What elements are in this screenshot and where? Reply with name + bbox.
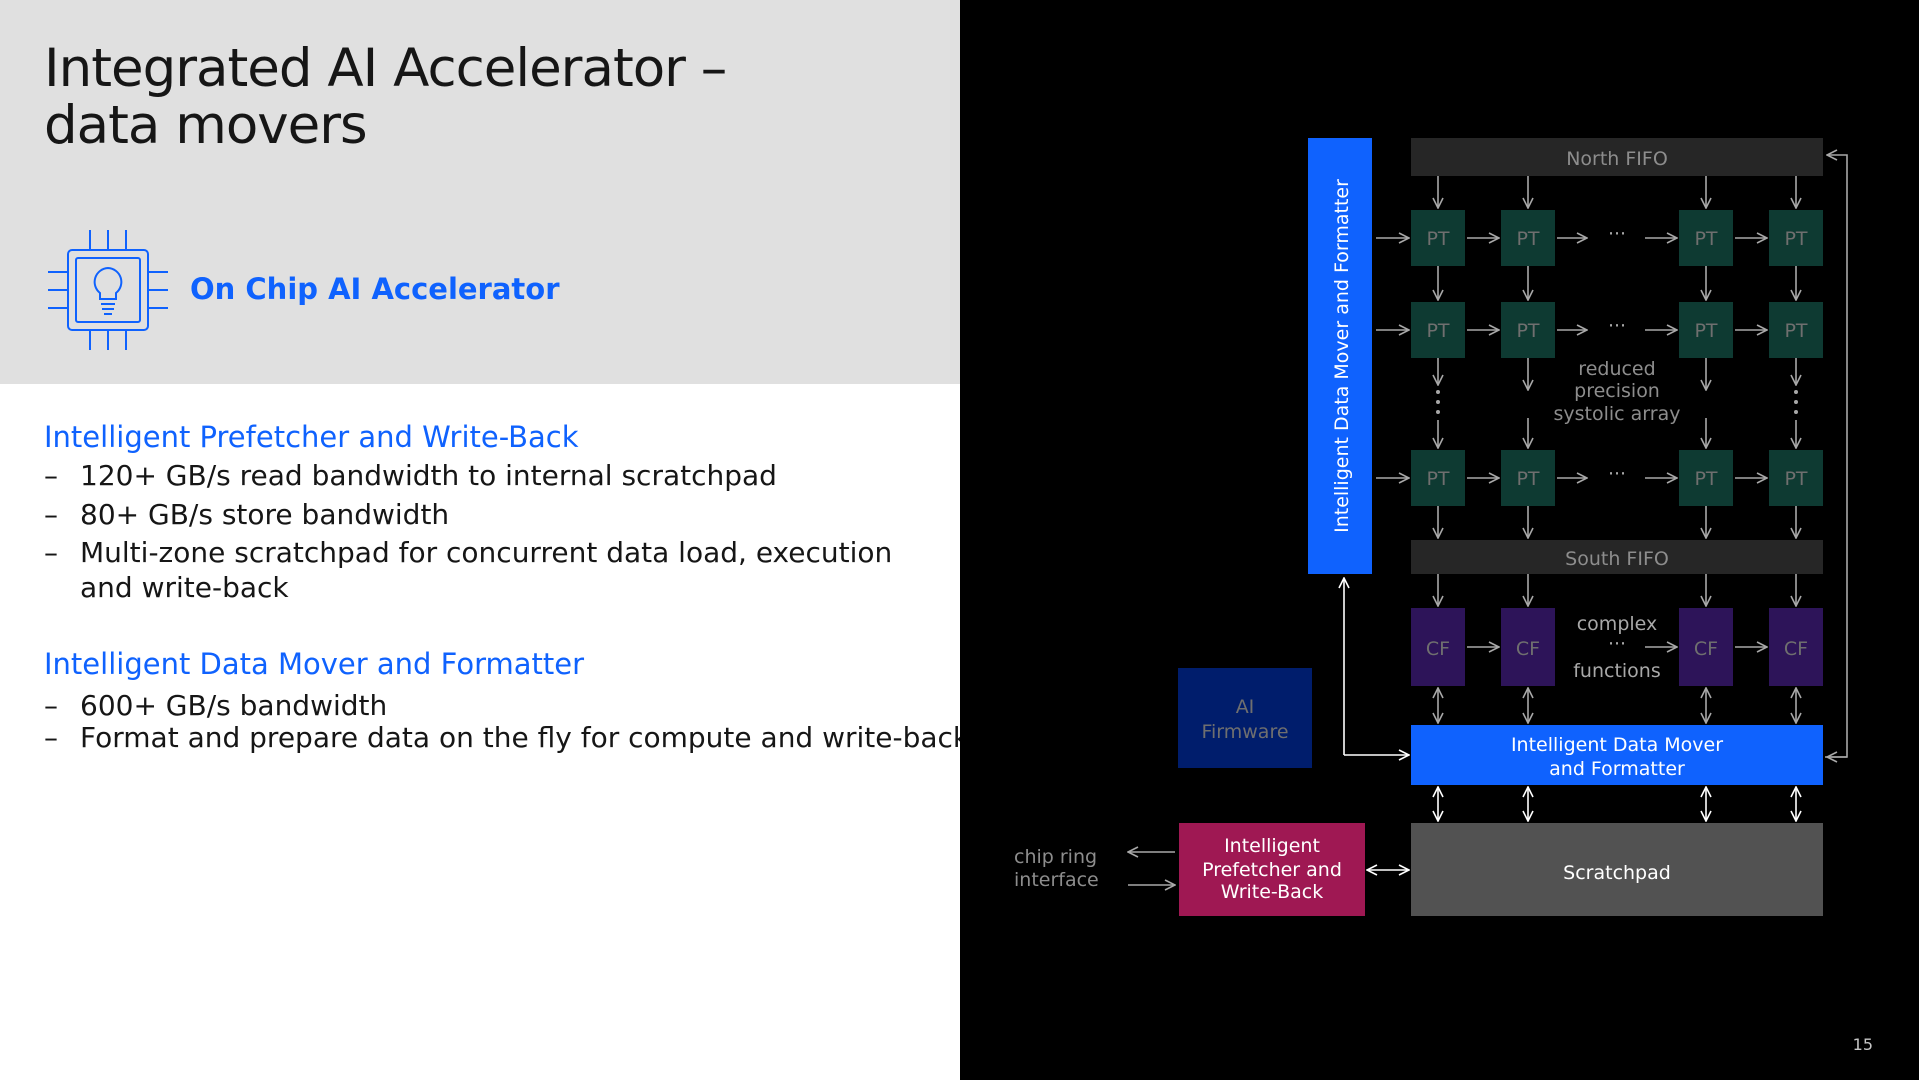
diagram-panel: North FIFO Intelligent Data Mover and Fo… bbox=[960, 0, 1919, 1080]
north-fifo-label: North FIFO bbox=[1566, 148, 1668, 170]
pt-label: PT bbox=[1694, 320, 1717, 342]
data-mover-label-line: and Formatter bbox=[1549, 758, 1685, 780]
title-line-1: Integrated AI Accelerator – bbox=[44, 38, 727, 99]
section-title-prefetcher: Intelligent Prefetcher and Write-Back bbox=[44, 420, 579, 454]
cf-cell bbox=[1679, 608, 1733, 686]
cf-label: CF bbox=[1516, 638, 1540, 660]
white-connector-arrows bbox=[1344, 578, 1796, 870]
ellipsis: ··· bbox=[1608, 223, 1626, 245]
pt-cell bbox=[1501, 210, 1555, 266]
connector-arrows bbox=[1128, 155, 1848, 885]
title-line-2: data movers bbox=[44, 95, 368, 156]
pt-label: PT bbox=[1426, 228, 1449, 250]
pt-cell bbox=[1411, 302, 1465, 358]
accelerator-diagram: North FIFO Intelligent Data Mover and Fo… bbox=[1014, 138, 1848, 916]
ai-firmware-label-line: AI bbox=[1236, 696, 1255, 718]
prefetcher-label-line: Write-Back bbox=[1221, 881, 1323, 903]
pt-label: PT bbox=[1694, 228, 1717, 250]
pt-label: PT bbox=[1516, 228, 1539, 250]
pt-cell bbox=[1411, 450, 1465, 506]
systolic-label-line: systolic array bbox=[1554, 403, 1681, 425]
prefetcher-label-line: Intelligent bbox=[1224, 835, 1320, 857]
pt-label: PT bbox=[1694, 468, 1717, 490]
vertical-data-mover-bar bbox=[1308, 138, 1372, 574]
cf-label: CF bbox=[1426, 638, 1450, 660]
prefetcher-label-line: Prefetcher and bbox=[1202, 859, 1342, 881]
ellipsis: ··· bbox=[1608, 463, 1626, 485]
data-mover-label-line: Intelligent Data Mover bbox=[1511, 734, 1723, 756]
pt-label: PT bbox=[1516, 320, 1539, 342]
chip-ring-label-line: interface bbox=[1014, 869, 1099, 891]
pt-label: PT bbox=[1784, 228, 1807, 250]
pt-label: PT bbox=[1426, 468, 1449, 490]
systolic-label-line: precision bbox=[1574, 380, 1660, 402]
cf-cell bbox=[1501, 608, 1555, 686]
north-fifo-bar bbox=[1411, 138, 1823, 176]
prefetcher-box bbox=[1179, 823, 1365, 916]
header-band: Integrated AI Accelerator – data movers … bbox=[0, 0, 960, 384]
pt-cell bbox=[1501, 302, 1555, 358]
pt-cell bbox=[1679, 210, 1733, 266]
bullet-text: Format and prepare data on the fly for c… bbox=[80, 721, 970, 754]
scratchpad-box bbox=[1411, 823, 1823, 916]
ellipsis: ··· bbox=[1608, 633, 1626, 655]
pt-cell bbox=[1501, 450, 1555, 506]
pt-label: PT bbox=[1426, 320, 1449, 342]
vertical-data-mover-label: Intelligent Data Mover and Formatter bbox=[1331, 179, 1353, 533]
pt-label: PT bbox=[1784, 320, 1807, 342]
data-mover-box bbox=[1411, 725, 1823, 785]
pt-cell bbox=[1769, 210, 1823, 266]
complex-label-line: complex bbox=[1577, 613, 1658, 635]
systolic-label-line: reduced bbox=[1578, 358, 1655, 380]
content-panel: Integrated AI Accelerator – data movers … bbox=[0, 0, 970, 754]
cf-cell bbox=[1411, 608, 1465, 686]
chip-label: On Chip AI Accelerator bbox=[190, 272, 560, 306]
pt-cell bbox=[1679, 302, 1733, 358]
ellipsis: ··· bbox=[1608, 315, 1626, 337]
bullet-text: Multi-zone scratchpad for concurrent dat… bbox=[80, 536, 893, 569]
complex-label-line: functions bbox=[1573, 660, 1661, 682]
cf-label: CF bbox=[1784, 638, 1808, 660]
pt-cell bbox=[1411, 210, 1465, 266]
section-title-data-mover: Intelligent Data Mover and Formatter bbox=[44, 647, 585, 681]
page-number: 15 bbox=[1852, 1035, 1873, 1054]
south-fifo-bar bbox=[1411, 540, 1823, 574]
cf-label: CF bbox=[1694, 638, 1718, 660]
ai-firmware-label-line: Firmware bbox=[1201, 721, 1288, 743]
vertical-ellipsis bbox=[1436, 390, 1798, 414]
bullet-text: 80+ GB/s store bandwidth bbox=[80, 498, 450, 531]
bullet-text-continued: and write-back bbox=[80, 571, 289, 604]
pt-cell bbox=[1769, 450, 1823, 506]
pt-label: PT bbox=[1784, 468, 1807, 490]
bullet-text: 120+ GB/s read bandwidth to internal scr… bbox=[80, 459, 777, 492]
chip-ring-label-line: chip ring bbox=[1014, 846, 1097, 868]
slide-title: Integrated AI Accelerator – data movers bbox=[44, 38, 727, 156]
pt-cell bbox=[1679, 450, 1733, 506]
pt-cell bbox=[1769, 302, 1823, 358]
pt-label: PT bbox=[1516, 468, 1539, 490]
south-fifo-label: South FIFO bbox=[1565, 548, 1669, 570]
ai-firmware-box bbox=[1178, 668, 1312, 768]
chip-lightbulb-icon bbox=[48, 230, 168, 350]
scratchpad-label: Scratchpad bbox=[1563, 862, 1671, 884]
cf-cell bbox=[1769, 608, 1823, 686]
bullet-text: 600+ GB/s bandwidth bbox=[80, 689, 388, 722]
